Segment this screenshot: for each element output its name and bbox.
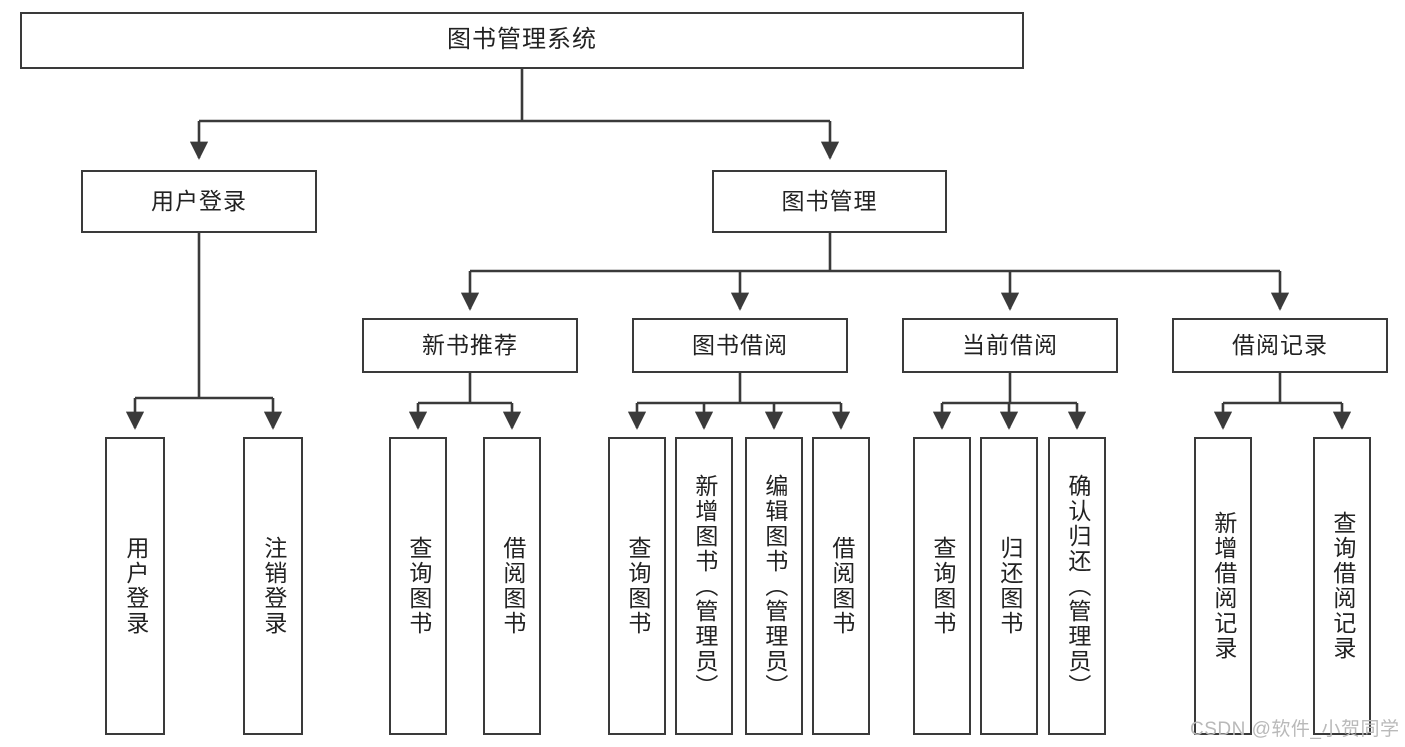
- leaf-label: 新增图书（管理员）: [691, 473, 718, 699]
- node-current-borrow-label: 当前借阅: [962, 331, 1058, 358]
- leaf-label: 新增借阅记录: [1210, 511, 1237, 661]
- leaf-add-book-admin[interactable]: 新增图书（管理员）: [675, 437, 733, 735]
- leaf-label: 归还图书: [996, 536, 1023, 636]
- node-user-login-label: 用户登录: [151, 187, 247, 214]
- leaf-label: 用户登录: [122, 536, 149, 636]
- leaf-label: 借阅图书: [828, 536, 855, 636]
- leaf-return-book[interactable]: 归还图书: [980, 437, 1038, 735]
- node-root-label: 图书管理系统: [447, 26, 597, 54]
- leaf-label: 查询图书: [624, 536, 651, 636]
- leaf-borrow-book[interactable]: 借阅图书: [812, 437, 870, 735]
- leaf-query-book-current[interactable]: 查询图书: [913, 437, 971, 735]
- leaf-label: 编辑图书（管理员）: [761, 473, 788, 699]
- leaf-query-book-recommend[interactable]: 查询图书: [389, 437, 447, 735]
- node-user-login[interactable]: 用户登录: [81, 170, 317, 233]
- leaf-label: 查询图书: [929, 536, 956, 636]
- node-book-management[interactable]: 图书管理: [712, 170, 947, 233]
- leaf-label: 借阅图书: [499, 536, 526, 636]
- node-current-borrow[interactable]: 当前借阅: [902, 318, 1118, 373]
- node-book-borrow-label: 图书借阅: [692, 331, 788, 358]
- leaf-query-book-borrow[interactable]: 查询图书: [608, 437, 666, 735]
- node-book-borrow[interactable]: 图书借阅: [632, 318, 848, 373]
- csdn-watermark: CSDN @软件_小贺同学: [1190, 719, 1400, 740]
- leaf-query-borrow-record[interactable]: 查询借阅记录: [1313, 437, 1371, 735]
- node-book-management-label: 图书管理: [781, 187, 878, 214]
- node-new-book-recommend-label: 新书推荐: [422, 331, 518, 358]
- leaf-user-login[interactable]: 用户登录: [105, 437, 165, 735]
- node-borrow-record[interactable]: 借阅记录: [1172, 318, 1388, 373]
- leaf-edit-book-admin[interactable]: 编辑图书（管理员）: [745, 437, 803, 735]
- leaf-label: 查询图书: [405, 536, 432, 636]
- leaf-confirm-return-admin[interactable]: 确认归还（管理员）: [1048, 437, 1106, 735]
- leaf-label: 确认归还（管理员）: [1064, 473, 1091, 699]
- node-new-book-recommend[interactable]: 新书推荐: [362, 318, 578, 373]
- leaf-logout[interactable]: 注销登录: [243, 437, 303, 735]
- leaf-borrow-book-recommend[interactable]: 借阅图书: [483, 437, 541, 735]
- leaf-label: 查询借阅记录: [1329, 511, 1356, 661]
- leaf-add-borrow-record[interactable]: 新增借阅记录: [1194, 437, 1252, 735]
- node-borrow-record-label: 借阅记录: [1232, 331, 1328, 358]
- node-root[interactable]: 图书管理系统: [20, 12, 1024, 69]
- leaf-label: 注销登录: [260, 536, 287, 636]
